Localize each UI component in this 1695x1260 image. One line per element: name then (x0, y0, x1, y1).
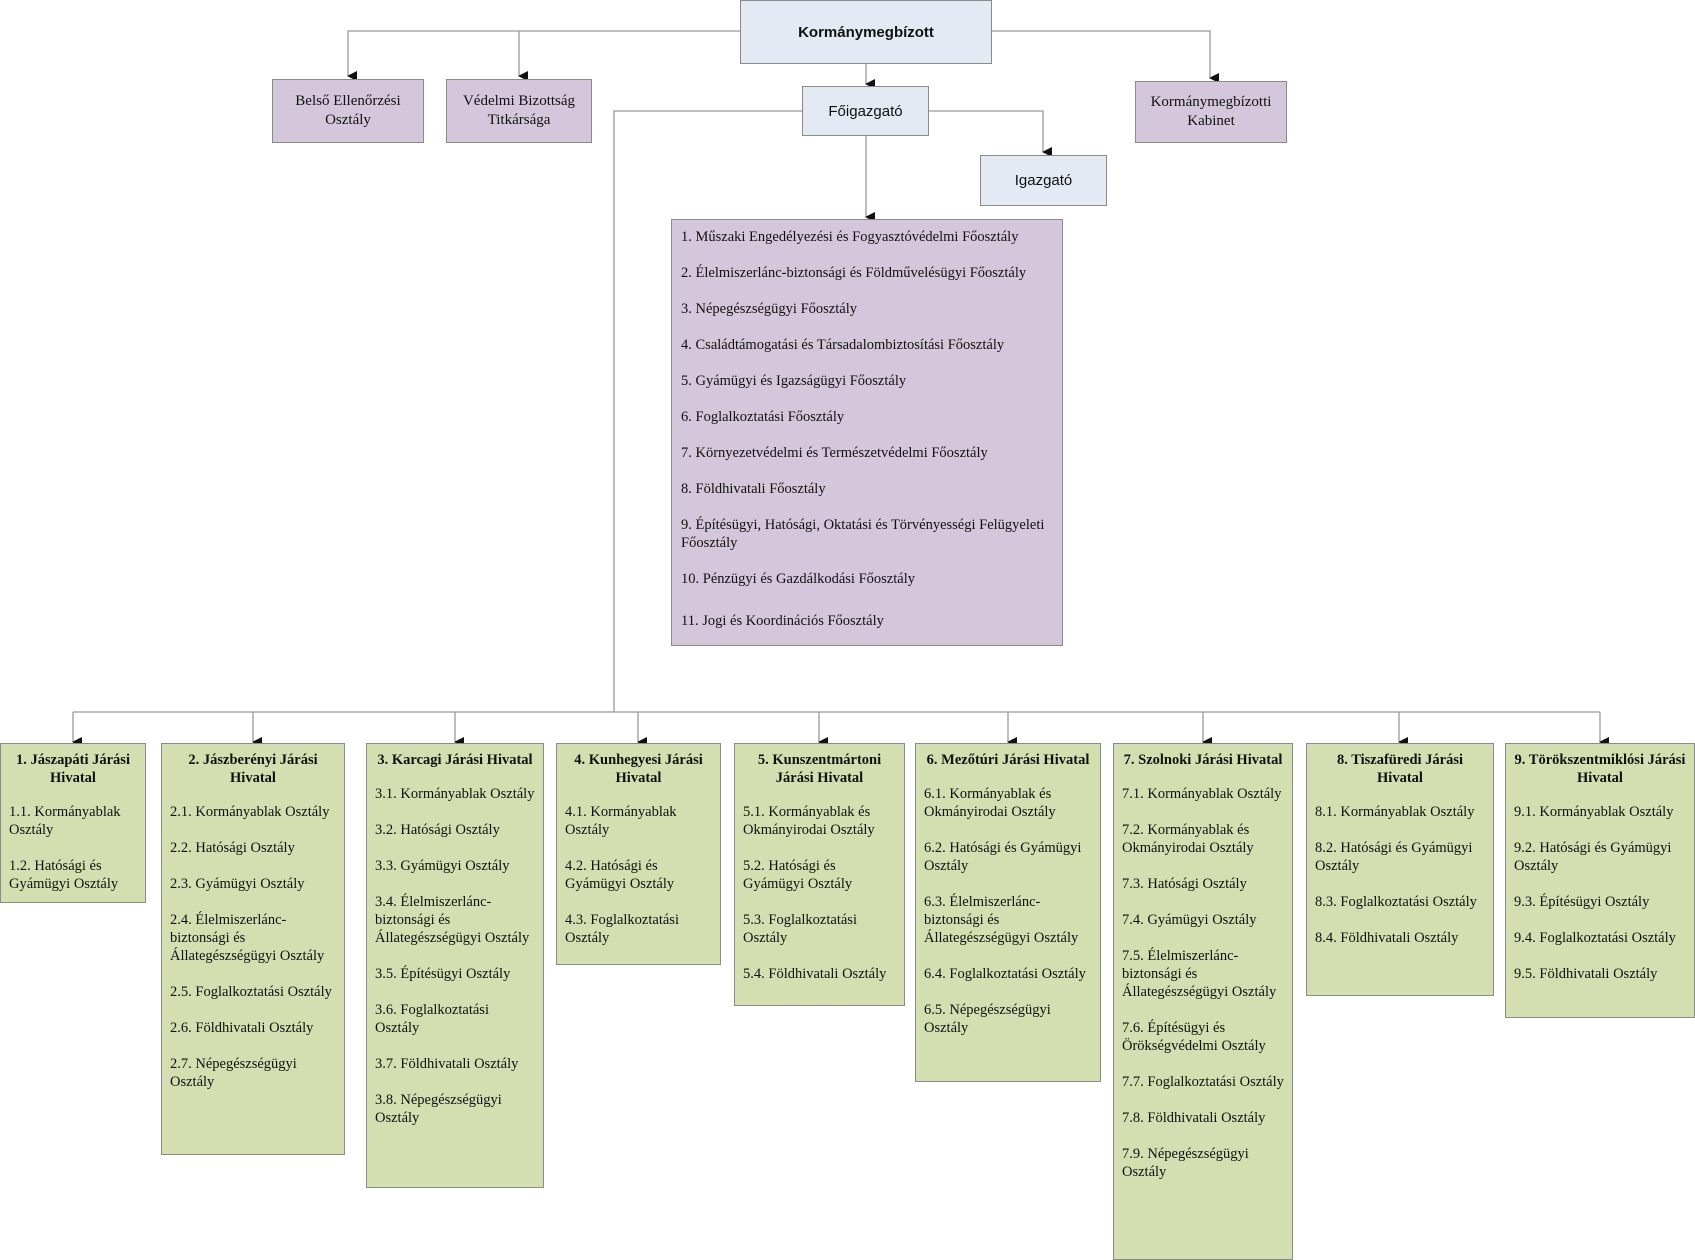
kormanymegbizott-box: Kormánymegbízott (740, 0, 992, 64)
office-item: 4.3. Foglalkoztatási Osztály (565, 912, 679, 946)
office-item: 5.4. Földhivatali Osztály (743, 966, 887, 982)
office-7-title: 7. Szolnoki Járási Hivatal (1123, 752, 1283, 768)
office-item: 7.3. Hatósági Osztály (1122, 876, 1247, 892)
department-item: 10. Pénzügyi és Gazdálkodási Főosztály (681, 571, 915, 587)
office-item: 6.4. Foglalkoztatási Osztály (924, 966, 1086, 982)
office-item: 2.5. Foglalkoztatási Osztály (170, 984, 332, 1000)
office-item: 8.4. Földhivatali Osztály (1315, 930, 1459, 946)
office-2-title: 2. Jászberényi Járási Hivatal (188, 752, 318, 786)
office-item: 3.5. Építésügyi Osztály (375, 966, 511, 982)
office-item: 6.5. Népegészségügyi Osztály (924, 1002, 1051, 1036)
department-item: 11. Jogi és Koordinációs Főosztály (681, 613, 884, 629)
office-7-box: 7. Szolnoki Járási Hivatal 7.1. Kormánya… (1113, 743, 1293, 1260)
office-item: 9.1. Kormányablak Osztály (1514, 804, 1674, 820)
office-9-box: 9. Törökszentmiklósi Járási Hivatal 9.1.… (1505, 743, 1695, 1018)
office-item: 7.6. Építésügyi és Örökségvédelmi Osztál… (1122, 1020, 1266, 1054)
office-6-title: 6. Mezőtúri Járási Hivatal (926, 752, 1090, 768)
foigazgato-box: Főigazgató (802, 86, 929, 136)
office-item: 6.3. Élelmiszerlánc-biztonsági és Állate… (924, 894, 1079, 946)
office-item: 9.3. Építésügyi Osztály (1514, 894, 1650, 910)
office-item: 7.9. Népegészségügyi Osztály (1122, 1146, 1249, 1180)
office-1-title: 1. Jászapáti Járási Hivatal (16, 752, 130, 786)
department-item: 6. Foglalkoztatási Főosztály (681, 409, 845, 425)
office-item: 9.2. Hatósági és Gyámügyi Osztály (1514, 840, 1672, 874)
office-item: 5.3. Foglalkoztatási Osztály (743, 912, 857, 946)
igazgato-box: Igazgató (980, 155, 1107, 206)
office-item: 8.1. Kormányablak Osztály (1315, 804, 1475, 820)
office-item: 2.6. Földhivatali Osztály (170, 1020, 314, 1036)
belso-ellenorzesi-box: Belső Ellenőrzési Osztály (272, 79, 424, 143)
office-item: 2.3. Gyámügyi Osztály (170, 876, 305, 892)
kabinet-box: Kormánymegbízotti Kabinet (1135, 81, 1287, 143)
office-item: 2.4. Élelmiszerlánc-biztonsági és Állate… (170, 912, 325, 964)
office-item: 4.2. Hatósági és Gyámügyi Osztály (565, 858, 675, 892)
office-item: 1.2. Hatósági és Gyámügyi Osztály (9, 858, 119, 892)
office-item: 7.5. Élelmiszerlánc-biztonsági és Állate… (1122, 948, 1277, 1000)
line-to-igazgato (929, 110, 1052, 157)
office-item: 7.4. Gyámügyi Osztály (1122, 912, 1257, 928)
office-4-box: 4. Kunhegyesi Járási Hivatal 4.1. Kormán… (556, 743, 721, 965)
kabinet-label: Kormánymegbízotti Kabinet (1150, 94, 1272, 129)
office-item: 4.1. Kormányablak Osztály (565, 804, 677, 838)
office-1-box: 1. Jászapáti Járási Hivatal 1.1. Kormány… (0, 743, 146, 903)
departments-box: 1. Műszaki Engedélyezési és Fogyasztóvéd… (671, 219, 1063, 646)
office-item: 7.7. Foglalkoztatási Osztály (1122, 1074, 1284, 1090)
department-item: 2. Élelmiszerlánc-biztonsági és Földműve… (681, 265, 1027, 281)
office-item: 7.1. Kormányablak Osztály (1122, 786, 1282, 802)
office-8-title: 8. Tiszafüredi Járási Hivatal (1336, 752, 1464, 786)
office-item: 7.8. Földhivatali Osztály (1122, 1110, 1266, 1126)
office-item: 8.2. Hatósági és Gyámügyi Osztály (1315, 840, 1473, 874)
office-4-title: 4. Kunhegyesi Járási Hivatal (574, 752, 703, 786)
office-3-box: 3. Karcagi Járási Hivatal 3.1. Kormányab… (366, 743, 544, 1188)
office-item: 2.7. Népegészségügyi Osztály (170, 1056, 297, 1090)
line-to-kabinet (992, 30, 1219, 83)
office-item: 7.2. Kormányablak és Okmányirodai Osztál… (1122, 822, 1254, 856)
office-item: 9.4. Foglalkoztatási Osztály (1514, 930, 1676, 946)
office-item: 8.3. Foglalkoztatási Osztály (1315, 894, 1477, 910)
line-to-offices-trunk (613, 110, 802, 712)
office-9-title: 9. Törökszentmiklósi Járási Hivatal (1514, 752, 1686, 786)
office-item: 3.2. Hatósági Osztály (375, 822, 500, 838)
office-item: 3.8. Népegészségügyi Osztály (375, 1092, 502, 1126)
office-item: 6.2. Hatósági és Gyámügyi Osztály (924, 840, 1082, 874)
vedelmi-bizottsag-label: Védelmi Bizottság Titkársága (462, 93, 576, 128)
office-5-title: 5. Kunszentmártoni Járási Hivatal (757, 752, 882, 786)
department-item: 4. Családtámogatási és Társadalombiztosí… (681, 337, 1005, 353)
office-item: 3.3. Gyámügyi Osztály (375, 858, 510, 874)
office-item: 2.2. Hatósági Osztály (170, 840, 295, 856)
line-to-belso (347, 30, 740, 81)
office-item: 3.6. Foglalkoztatási Osztály (375, 1002, 489, 1036)
department-item: 9. Építésügyi, Hatósági, Oktatási és Tör… (681, 517, 1045, 551)
office-item: 3.4. Élelmiszerlánc-biztonsági és Állate… (375, 894, 530, 946)
office-3-title: 3. Karcagi Járási Hivatal (377, 752, 533, 768)
department-item: 3. Népegészségügyi Főosztály (681, 301, 857, 317)
department-item: 8. Földhivatali Főosztály (681, 481, 826, 497)
foigazgato-label: Főigazgató (828, 102, 903, 120)
department-item: 5. Gyámügyi és Igazságügyi Főosztály (681, 373, 907, 389)
department-item: 1. Műszaki Engedélyezési és Fogyasztóvéd… (681, 229, 1019, 245)
office-6-box: 6. Mezőtúri Járási Hivatal 6.1. Kormánya… (915, 743, 1101, 1082)
belso-ellenorzesi-label: Belső Ellenőrzési Osztály (295, 93, 401, 128)
office-2-box: 2. Jászberényi Járási Hivatal 2.1. Kormá… (161, 743, 345, 1155)
office-item: 3.7. Földhivatali Osztály (375, 1056, 519, 1072)
office-item: 5.1. Kormányablak és Okmányirodai Osztál… (743, 804, 875, 838)
office-8-box: 8. Tiszafüredi Járási Hivatal 8.1. Kormá… (1306, 743, 1494, 996)
kormanymegbizott-label: Kormánymegbízott (798, 23, 934, 41)
office-item: 6.1. Kormányablak és Okmányirodai Osztál… (924, 786, 1056, 820)
department-item: 7. Környezetvédelmi és Természetvédelmi … (681, 445, 988, 461)
office-item: 2.1. Kormányablak Osztály (170, 804, 330, 820)
office-5-box: 5. Kunszentmártoni Járási Hivatal 5.1. K… (734, 743, 905, 1006)
vedelmi-bizottsag-box: Védelmi Bizottság Titkársága (446, 79, 592, 143)
office-item: 1.1. Kormányablak Osztály (9, 804, 121, 838)
office-item: 9.5. Földhivatali Osztály (1514, 966, 1658, 982)
igazgato-label: Igazgató (1014, 172, 1073, 189)
office-item: 3.1. Kormányablak Osztály (375, 786, 535, 802)
office-item: 5.2. Hatósági és Gyámügyi Osztály (743, 858, 853, 892)
